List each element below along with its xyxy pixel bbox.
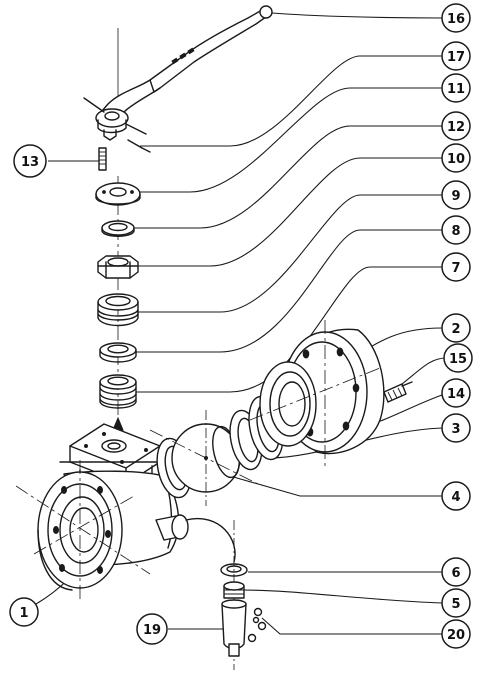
callout-1-label: 1 — [19, 606, 28, 621]
leader-8 — [134, 229, 442, 353]
callout-4: 4 — [441, 481, 471, 511]
callout-10-label: 10 — [447, 152, 465, 167]
callout-14-label: 14 — [447, 387, 465, 402]
callout-20-label: 20 — [447, 628, 465, 643]
callout-3: 3 — [441, 413, 471, 443]
callout-7-label: 7 — [451, 261, 460, 276]
callout-10: 10 — [441, 143, 471, 173]
leader-10 — [136, 157, 442, 267]
leader-5 — [239, 589, 443, 604]
handle-lever — [83, 5, 273, 141]
callout-15: 15 — [443, 343, 473, 373]
callout-6-label: 6 — [451, 566, 460, 581]
callout-9-label: 9 — [451, 189, 460, 204]
screw-17 — [127, 139, 151, 153]
callout-17-label: 17 — [447, 50, 465, 65]
callout-19-label: 19 — [143, 623, 161, 638]
callout-13-label: 13 — [21, 155, 39, 170]
leader-4 — [229, 475, 442, 497]
callout-17: 17 — [441, 41, 471, 71]
leader-16 — [261, 11, 443, 19]
callout-12: 12 — [441, 111, 471, 141]
gland-9 — [97, 293, 139, 327]
callout-16: 16 — [441, 3, 471, 33]
packing-set-7 — [99, 374, 137, 409]
callout-20: 20 — [441, 619, 471, 649]
stop-pin-13 — [98, 147, 107, 171]
callout-16-label: 16 — [447, 12, 465, 27]
end-cap-2 — [249, 320, 385, 466]
drain-body-19 — [221, 599, 247, 657]
leader-7 — [136, 266, 442, 393]
callout-5-label: 5 — [451, 597, 460, 612]
drain-line — [185, 517, 236, 563]
callout-5: 5 — [441, 588, 471, 618]
callout-4-label: 4 — [451, 490, 460, 505]
drain-plug-5 — [223, 581, 245, 599]
callout-2: 2 — [441, 313, 471, 343]
leader-20 — [261, 617, 442, 635]
callout-3-label: 3 — [451, 422, 460, 437]
valve-body-1 — [15, 423, 189, 600]
callout-11: 11 — [441, 73, 471, 103]
nut-10 — [97, 255, 139, 279]
stud-bolt-15 — [383, 381, 413, 403]
leader-11 — [132, 87, 442, 193]
callout-8-label: 8 — [451, 224, 460, 239]
callout-14: 14 — [441, 378, 471, 408]
callout-19: 19 — [136, 613, 168, 645]
callout-6: 6 — [441, 557, 471, 587]
leader-15 — [401, 357, 447, 385]
callout-13: 13 — [13, 144, 47, 178]
packing-8 — [99, 342, 137, 363]
leader-17 — [140, 55, 442, 147]
stop-plate-11 — [95, 182, 141, 206]
callout-12-label: 12 — [447, 120, 465, 135]
callout-7: 7 — [441, 252, 471, 282]
callout-1: 1 — [9, 597, 39, 627]
callout-9: 9 — [441, 180, 471, 210]
leader-9 — [136, 194, 442, 313]
callout-11-label: 11 — [447, 82, 465, 97]
callout-8: 8 — [441, 215, 471, 245]
callout-2-label: 2 — [451, 322, 460, 337]
callout-15-label: 15 — [449, 352, 467, 367]
leader-12 — [128, 125, 442, 229]
screws-20 — [247, 607, 267, 643]
washer-12 — [101, 220, 135, 237]
